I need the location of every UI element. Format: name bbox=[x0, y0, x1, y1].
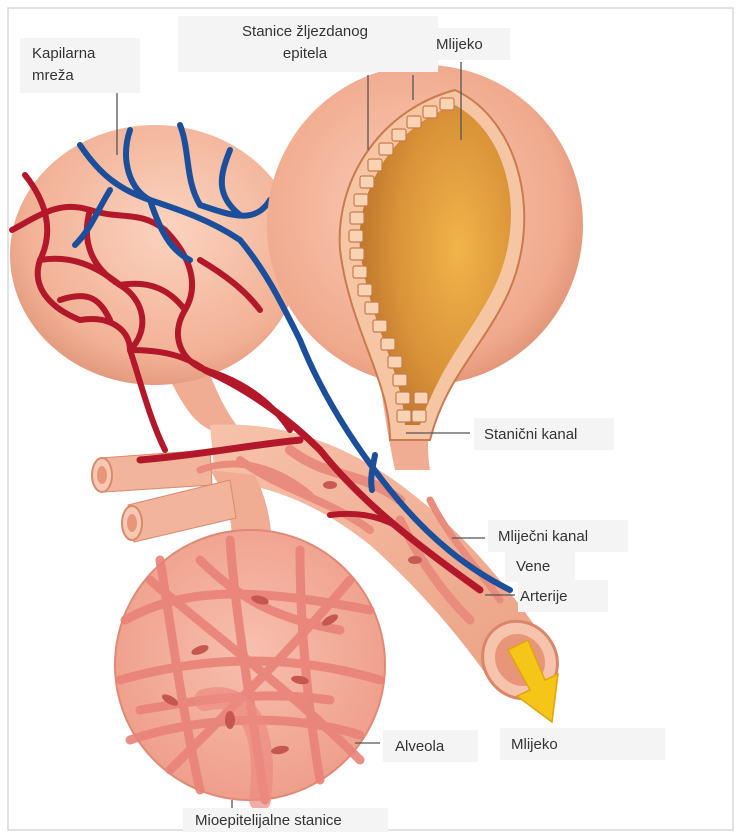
myoepithelial-alveolus bbox=[115, 530, 385, 800]
label-glandular-line1: Stanice žljezdanog bbox=[242, 23, 368, 40]
label-myoepithelial: Mioepitelijalne stanice bbox=[195, 812, 342, 829]
duct-cell-nucleus-2 bbox=[323, 481, 337, 489]
label-cell-duct: Stanični kanal bbox=[484, 426, 577, 443]
left-alveolus-ball bbox=[10, 125, 300, 385]
label-milk-bottom: Mlijeko bbox=[511, 736, 558, 753]
duct-cell-nucleus-1 bbox=[408, 556, 422, 564]
label-milk-duct: Mliječni kanal bbox=[498, 528, 588, 545]
label-glandular-line2: epitela bbox=[283, 45, 328, 62]
label-capillary-line1: Kapilarna bbox=[32, 45, 96, 62]
label-capillary-line2: mreža bbox=[32, 67, 74, 84]
label-milk-top: Mlijeko bbox=[436, 36, 483, 53]
left-branch-upper-lumen bbox=[97, 466, 107, 484]
label-veins: Vene bbox=[516, 558, 550, 575]
label-alveola: Alveola bbox=[395, 738, 445, 755]
left-branch-lower-lumen bbox=[127, 514, 137, 532]
label-arteries: Arterije bbox=[520, 588, 568, 605]
